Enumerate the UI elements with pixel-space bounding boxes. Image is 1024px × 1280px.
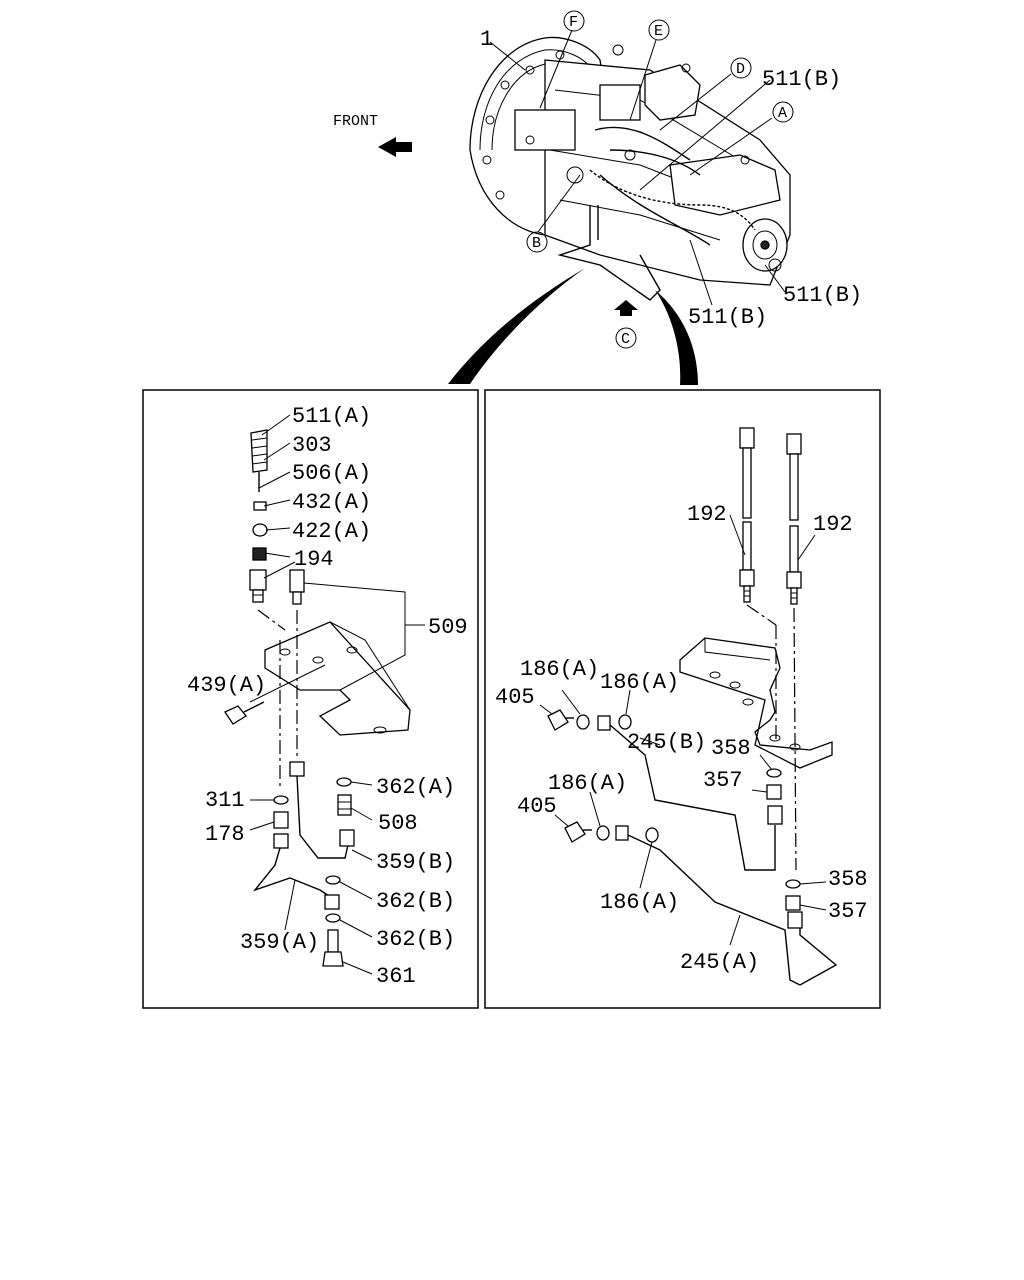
callout-f: F xyxy=(569,14,578,31)
label-357-upper: 357 xyxy=(703,768,743,793)
label-362b-upper: 362(B) xyxy=(376,889,455,914)
callout-b: B xyxy=(532,235,541,252)
callout-e: E xyxy=(654,23,663,40)
label-359b: 359(B) xyxy=(376,850,455,875)
label-194: 194 xyxy=(294,547,334,572)
label-178: 178 xyxy=(205,822,245,847)
callout-511b-bottom: 511(B) xyxy=(688,305,767,330)
label-405-upper: 405 xyxy=(495,685,535,710)
overview-leaders xyxy=(489,29,786,306)
right-detail-panel xyxy=(484,389,881,1009)
label-192-right: 192 xyxy=(813,512,853,537)
overview-callouts: 1 F E D A B C 511(B) 511(B) 511(B) xyxy=(480,10,862,349)
callout-c: C xyxy=(621,331,630,348)
callout-511b-top: 511(B) xyxy=(762,67,841,92)
left-panel-parts xyxy=(224,414,425,975)
front-label: FRONT xyxy=(333,113,378,130)
label-357-lower: 357 xyxy=(828,899,868,924)
callout-d: D xyxy=(736,61,745,78)
label-511a: 511(A) xyxy=(292,404,371,429)
label-508: 508 xyxy=(378,811,418,836)
label-506a: 506(A) xyxy=(292,461,371,486)
right-panel-parts xyxy=(539,427,838,986)
label-186a-3: 186(A) xyxy=(548,771,627,796)
label-311: 311 xyxy=(205,788,245,813)
label-245a: 245(A) xyxy=(680,950,759,975)
label-362a: 362(A) xyxy=(376,775,455,800)
label-439a: 439(A) xyxy=(187,673,266,698)
front-arrow-icon xyxy=(378,137,412,157)
left-panel-labels: 511(A) 303 506(A) 432(A) 422(A) 194 509 … xyxy=(187,404,468,989)
front-indicator: FRONT xyxy=(333,113,412,157)
label-358-upper: 358 xyxy=(711,736,751,761)
transmission-assembly xyxy=(469,36,791,301)
connector-left-arrow xyxy=(448,268,585,384)
label-303: 303 xyxy=(292,433,332,458)
left-detail-panel xyxy=(142,389,479,1009)
callout-511b-right: 511(B) xyxy=(783,283,862,308)
connector-right-arrow xyxy=(655,290,698,385)
label-405-lower: 405 xyxy=(517,794,557,819)
view-arrow-icon xyxy=(614,300,638,316)
label-432a: 432(A) xyxy=(292,490,371,515)
right-panel-labels: 192 192 186(A) 186(A) 405 245(B) 358 357… xyxy=(495,502,868,975)
label-359a: 359(A) xyxy=(240,930,319,955)
callout-1: 1 xyxy=(480,27,493,52)
label-245b: 245(B) xyxy=(627,730,706,755)
label-186a-4: 186(A) xyxy=(600,890,679,915)
label-358-lower: 358 xyxy=(828,867,868,892)
label-361: 361 xyxy=(376,964,416,989)
label-509: 509 xyxy=(428,615,468,640)
label-186a-1: 186(A) xyxy=(520,657,599,682)
label-422a: 422(A) xyxy=(292,519,371,544)
callout-a: A xyxy=(778,105,787,122)
label-362b-lower: 362(B) xyxy=(376,927,455,952)
label-186a-2: 186(A) xyxy=(600,670,679,695)
label-192-left: 192 xyxy=(687,502,727,527)
